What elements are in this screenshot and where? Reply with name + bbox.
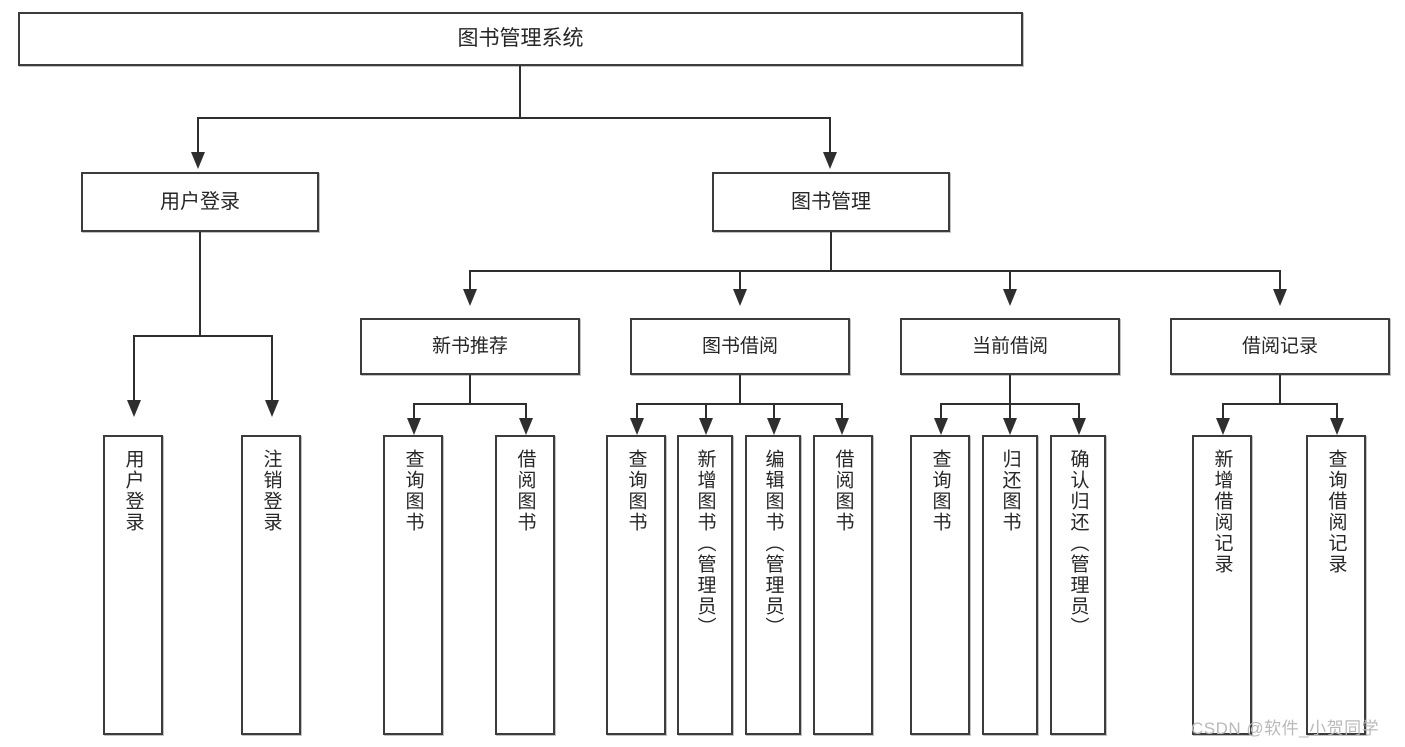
leaf-logout-login[interactable]: 注销登录: [241, 435, 301, 735]
arrowhead-borrow-record-to-leaf-2: [1330, 418, 1344, 435]
arrowhead-root-to-user-login: [191, 152, 205, 169]
node-label: 图书借阅: [701, 335, 778, 357]
arrowhead-borrow-record-to-leaf-1: [1216, 418, 1230, 435]
edge-book-borrow-to-leaf-2: [705, 403, 707, 421]
leaf-edit-book-admin[interactable]: 编辑图书（管理员）: [745, 435, 801, 735]
node-label: 借阅图书: [514, 449, 536, 533]
leaf-add-borrow-record[interactable]: 新增借阅记录: [1192, 435, 1252, 735]
arrowhead-bm-to-current-borrow: [1003, 289, 1017, 306]
edge-current-borrow-stem: [1009, 375, 1011, 404]
node-label: 查询图书: [402, 449, 424, 533]
edge-user-login-stem: [199, 232, 201, 336]
node-root-system[interactable]: 图书管理系统: [18, 12, 1023, 66]
arrowhead-new-book-to-leaf-2: [519, 418, 533, 435]
arrowhead-bm-to-book-borrow: [733, 289, 747, 306]
node-label: 借阅图书: [832, 449, 854, 533]
node-label: 用户登录: [160, 190, 240, 213]
node-label: 当前借阅: [971, 335, 1048, 357]
edge-user-login-to-leaf-2: [271, 335, 273, 401]
node-book-management[interactable]: 图书管理: [712, 172, 950, 232]
edge-borrow-record-split-bar: [1222, 403, 1336, 405]
edge-new-book-to-leaf-1: [413, 403, 415, 421]
arrowhead-bm-to-borrow-record: [1273, 289, 1287, 306]
edge-current-borrow-to-leaf-1: [940, 403, 942, 421]
edge-new-book-split-bar: [413, 403, 525, 405]
node-label: 新书推荐: [431, 335, 508, 357]
leaf-query-book-borrow[interactable]: 查询图书: [606, 435, 666, 735]
arrowhead-user-login-to-leaf-2: [265, 400, 279, 417]
edge-borrow-record-to-leaf-2: [1336, 403, 1338, 421]
node-book-borrow[interactable]: 图书借阅: [630, 318, 850, 375]
node-label: 查询图书: [929, 449, 951, 533]
edge-new-book-to-leaf-2: [525, 403, 527, 421]
node-label: 用户登录: [122, 449, 144, 533]
edge-book-management-stem: [830, 232, 832, 271]
node-user-login[interactable]: 用户登录: [81, 172, 319, 232]
arrowhead-book-borrow-to-leaf-3: [767, 418, 781, 435]
edge-root-to-book-manage: [829, 117, 831, 153]
node-label: 借阅记录: [1241, 335, 1318, 357]
leaf-return-book[interactable]: 归还图书: [982, 435, 1038, 735]
edge-book-borrow-split-bar: [636, 403, 843, 405]
arrowhead-current-borrow-to-leaf-3: [1072, 418, 1086, 435]
leaf-add-book-admin[interactable]: 新增图书（管理员）: [677, 435, 733, 735]
edge-current-borrow-to-leaf-2: [1009, 403, 1011, 421]
edge-bm-to-book-borrow: [739, 270, 741, 290]
leaf-borrow-book[interactable]: 借阅图书: [813, 435, 873, 735]
node-label: 确认归还（管理员）: [1067, 449, 1089, 638]
edge-root-to-user-login: [197, 117, 199, 153]
node-label: 新增图书（管理员）: [694, 449, 716, 638]
node-borrow-record[interactable]: 借阅记录: [1170, 318, 1390, 375]
edge-bm-to-current-borrow: [1009, 270, 1011, 290]
node-label: 归还图书: [999, 449, 1021, 533]
edge-book-management-split-bar: [469, 270, 1280, 272]
node-label: 图书管理: [791, 190, 871, 213]
edge-bm-to-new-book: [469, 270, 471, 290]
leaf-borrow-book-recommend[interactable]: 借阅图书: [495, 435, 555, 735]
edge-book-borrow-to-leaf-1: [636, 403, 638, 421]
node-label: 注销登录: [260, 449, 282, 533]
edge-root-stem: [519, 66, 521, 118]
arrowhead-book-borrow-to-leaf-2: [699, 418, 713, 435]
node-label: 编辑图书（管理员）: [762, 449, 784, 638]
node-label: 查询借阅记录: [1325, 449, 1347, 575]
edge-root-split-bar: [197, 117, 831, 119]
arrowhead-bm-to-new-book: [463, 289, 477, 306]
arrowhead-current-borrow-to-leaf-1: [934, 418, 948, 435]
leaf-query-book-current[interactable]: 查询图书: [910, 435, 970, 735]
edge-book-borrow-to-leaf-3: [773, 403, 775, 421]
arrowhead-book-borrow-to-leaf-1: [630, 418, 644, 435]
arrowhead-current-borrow-to-leaf-2: [1003, 418, 1017, 435]
arrowhead-book-borrow-to-leaf-4: [835, 418, 849, 435]
edge-user-login-split-bar: [133, 335, 273, 337]
arrowhead-root-to-book-manage: [823, 152, 837, 169]
edge-bm-to-borrow-record: [1279, 270, 1281, 290]
leaf-confirm-return-admin[interactable]: 确认归还（管理员）: [1050, 435, 1106, 735]
edge-user-login-to-leaf-1: [133, 335, 135, 401]
node-current-borrow[interactable]: 当前借阅: [900, 318, 1120, 375]
edge-current-borrow-to-leaf-3: [1078, 403, 1080, 421]
node-label: 新增借阅记录: [1211, 449, 1233, 575]
node-label: 图书管理系统: [457, 26, 584, 50]
edge-borrow-record-stem: [1279, 375, 1281, 404]
edge-book-borrow-stem: [739, 375, 741, 404]
arrowhead-new-book-to-leaf-1: [407, 418, 421, 435]
leaf-query-borrow-record[interactable]: 查询借阅记录: [1306, 435, 1366, 735]
edge-new-book-stem: [469, 375, 471, 404]
arrowhead-user-login-to-leaf-1: [127, 400, 141, 417]
edge-borrow-record-to-leaf-1: [1222, 403, 1224, 421]
leaf-user-login[interactable]: 用户登录: [103, 435, 163, 735]
node-label: 查询图书: [625, 449, 647, 533]
edge-book-borrow-to-leaf-4: [841, 403, 843, 421]
leaf-query-book-recommend[interactable]: 查询图书: [383, 435, 443, 735]
node-new-book-recommend[interactable]: 新书推荐: [360, 318, 580, 375]
